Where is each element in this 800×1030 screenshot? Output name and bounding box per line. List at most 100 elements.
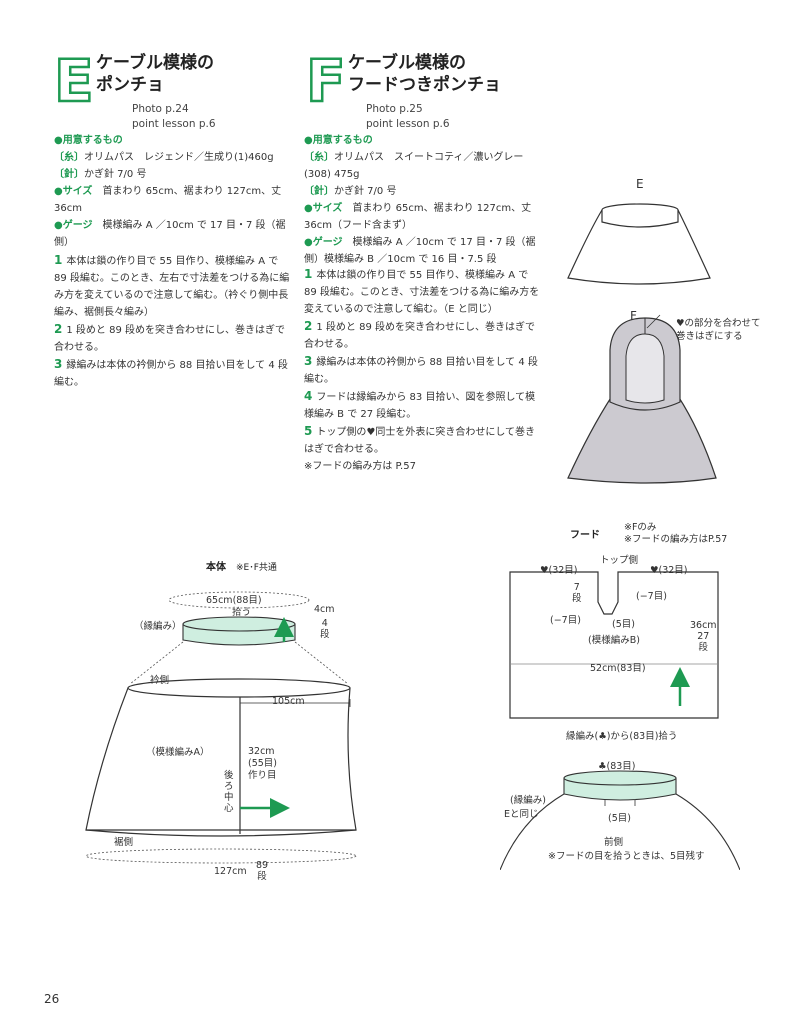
title-f-line1: ケーブル模様の <box>348 53 466 73</box>
yarn-text-e: オリムパス レジェンド／生成り(1)460g <box>84 152 274 163</box>
neck-same-as-e: Eと同じ <box>504 809 539 820</box>
hood-note: ※フードの編み方は P.57 <box>304 461 416 472</box>
hood-dec-left-rows: 7 段 <box>572 582 582 604</box>
photo-ref-e: Photo p.24 point lesson p.6 <box>132 102 216 132</box>
hood-dec-rows-num: 7 <box>573 582 580 593</box>
poncho-f-body <box>567 395 717 484</box>
body-neckline <box>127 678 351 698</box>
hood-width: 52cm(83目) <box>590 663 646 674</box>
gauge-e: ●ゲージ 模様編み A ／10cm で 17 目・7 段（裾側） <box>54 217 292 251</box>
body-shape <box>85 687 357 831</box>
hood-seam-note-line1: ♥の部分を合わせて <box>676 318 761 329</box>
hem-rows: 89 段 <box>256 860 268 882</box>
photo-page-f: Photo p.25 <box>366 103 423 115</box>
hood-dec-right: (−7目) <box>636 591 667 602</box>
hood-notes: ※Fのみ ※フードの編み方はP.57 <box>624 522 727 546</box>
photo-ref-f: Photo p.25 point lesson p.6 <box>366 102 450 132</box>
poncho-e-body <box>567 209 711 285</box>
size-f: ●サイズ 首まわり 65cm、裾まわり 127cm、丈 36cm（フード含まず） <box>304 200 542 234</box>
yarn-tag-f: 〔糸〕 <box>304 152 334 163</box>
neck-edge-label: (縁編み) <box>510 795 546 806</box>
hood-title: フード <box>570 530 600 541</box>
hem-side-label: 裾側 <box>114 837 134 848</box>
edge-height: 4cm <box>314 604 335 615</box>
hood-top-side: トップ側 <box>600 555 639 566</box>
hood-seam-note-line2: 巻きはぎにする <box>676 331 743 342</box>
step-text: 縁編みは本体の衿側から 88 目拾い目をして 4 段編む。 <box>304 357 538 385</box>
body-title-text: 本体 <box>206 562 226 573</box>
size-tag-f: ●サイズ <box>304 203 343 214</box>
size-text-e: 首まわり 65cm、裾まわり 127cm、丈 36cm <box>54 186 282 214</box>
gauge-tag-f: ●ゲージ <box>304 237 343 248</box>
materials-heading-f: ●用意するもの <box>304 135 373 146</box>
hood-center-st: (5目) <box>612 619 635 630</box>
body-title-note: ※E･F共通 <box>236 563 277 573</box>
title-f-line2: フードつきポンチョ <box>348 75 501 95</box>
neck-front: 前側 <box>604 837 624 848</box>
neck-center-st: (5目) <box>608 813 631 824</box>
step-text: フードは縁編みから 83 目拾い、図を参照して模様編み B で 27 段編む。 <box>304 392 536 420</box>
yarn-text-f: オリムパス スイートコティ／濃いグレー(308) 475g <box>304 152 524 180</box>
title-e-line1: ケーブル模様の <box>96 53 214 73</box>
hood-pattern-b: (模様編みB) <box>588 635 640 646</box>
body-width: 105cm <box>272 696 305 707</box>
step-number: 1 <box>54 253 63 267</box>
edge-label: （縁編み） <box>134 621 182 632</box>
step-number: 2 <box>304 319 313 333</box>
hood-height-rows-num: 27 <box>697 631 710 642</box>
body-diagram-title: 本体 ※E･F共通 <box>206 558 277 573</box>
hood-dec-rows-unit: 段 <box>572 593 582 604</box>
step-text: トップ側の♥同士を外表に突き合わせにして巻きはぎで合わせる。 <box>304 427 536 455</box>
page-number: 26 <box>44 992 60 1006</box>
step-number: 5 <box>304 424 313 438</box>
yarn-e: 〔糸〕オリムパス レジェンド／生成り(1)460g <box>54 149 292 166</box>
hem-measure: 127cm <box>214 866 247 877</box>
pattern-a-label: （模様編みA） <box>146 747 210 758</box>
edge-rows-num: 4 <box>321 618 328 629</box>
body-height-st: (55目) <box>248 758 278 769</box>
neck-top <box>563 770 677 786</box>
hood-height: 36cm 27 段 <box>690 620 717 653</box>
hood-note1: ※Fのみ <box>624 522 657 533</box>
materials-heading-e: ●用意するもの <box>54 135 123 146</box>
needle-text-e: かぎ針 7/0 号 <box>84 169 147 180</box>
needle-e: 〔針〕かぎ針 7/0 号 <box>54 166 292 183</box>
step-number: 4 <box>304 389 313 403</box>
gauge-tag-e: ●ゲージ <box>54 220 93 231</box>
edge-rows: 4 段 <box>320 618 330 640</box>
size-e: ●サイズ 首まわり 65cm、裾まわり 127cm、丈 36cm <box>54 183 292 217</box>
step-text: 1 段めと 89 段めを突き合わせにし、巻きはぎで合わせる。 <box>304 322 535 350</box>
neck-top-label: ♣(83目) <box>598 761 636 772</box>
hem-rows-unit: 段 <box>257 871 267 882</box>
gauge-text-e: 模様編み A ／10cm で 17 目・7 段（裾側） <box>54 220 286 248</box>
hood-height-cm: 36cm <box>690 620 717 631</box>
step-text: 本体は鎖の作り目で 55 目作り、模様編み A で 89 段編む。このとき、寸法… <box>304 270 540 315</box>
gauge-text-f: 模様編み A ／10cm で 17 目・7 段（裾側）模様編み B ／10cm … <box>304 237 536 265</box>
hood-dec-left: (−7目) <box>550 615 581 626</box>
illus-label-f: F <box>630 309 637 323</box>
back-center-label: 後ろ中心 <box>224 770 234 814</box>
hood-right-top: ♥(32目) <box>650 565 688 576</box>
hood-seam-note: ♥の部分を合わせて 巻きはぎにする <box>676 317 761 343</box>
yarn-f: 〔糸〕オリムパス スイートコティ／濃いグレー(308) 475g <box>304 149 542 183</box>
needle-text-f: かぎ針 7/0 号 <box>334 186 397 197</box>
hood-shape <box>509 571 719 719</box>
pattern-title-e: ケーブル模様の ポンチョ <box>96 52 214 96</box>
poncho-illustrations: E F <box>567 177 717 484</box>
section-letter-f: F <box>305 47 347 115</box>
size-tag-e: ●サイズ <box>54 186 93 197</box>
size-text-f: 首まわり 65cm、裾まわり 127cm、丈 36cm（フード含まず） <box>304 203 532 231</box>
title-e-line2: ポンチョ <box>96 75 164 95</box>
collar-top <box>182 616 296 632</box>
neck-pick: 拾う <box>232 607 252 618</box>
hem-rows-num: 89 <box>256 860 269 871</box>
photo-page-e: Photo p.24 <box>132 103 189 115</box>
